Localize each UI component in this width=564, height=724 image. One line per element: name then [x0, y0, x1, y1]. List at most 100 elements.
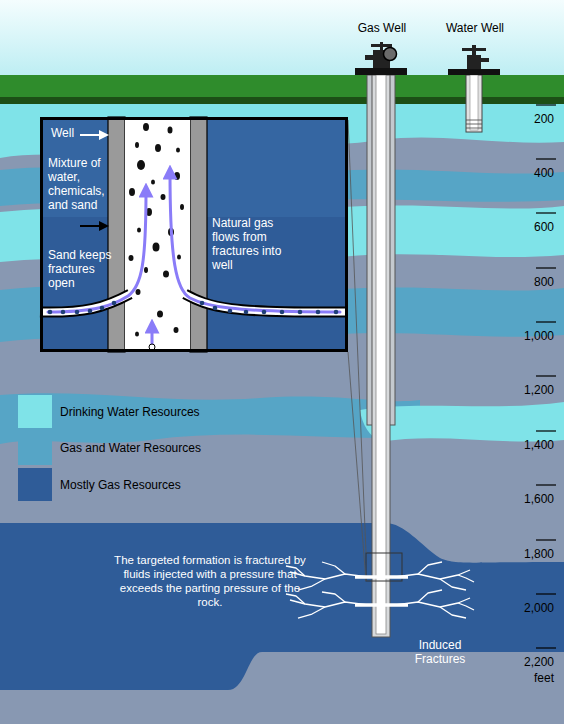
screen-line: [466, 128, 482, 129]
sand-grains: [48, 301, 339, 315]
well-bore: [376, 75, 386, 634]
sand-grain: [112, 301, 117, 306]
sand-grain: [298, 310, 303, 315]
fracture: [395, 598, 470, 607]
callout-text: Well: [51, 126, 111, 140]
sand-grain: [334, 310, 339, 315]
depth-tick: [536, 593, 556, 594]
gas-formation: [0, 523, 564, 690]
fracture-label: Induced Fractures: [396, 638, 484, 666]
rock-layer: [0, 104, 564, 724]
depth-label: 200: [510, 112, 554, 126]
sand-grain: [213, 306, 218, 311]
pump-body: [467, 55, 481, 69]
depth-tick: [536, 647, 556, 648]
depth-label: 800: [510, 275, 554, 289]
depth-label: 1,000: [510, 329, 554, 343]
fracture: [458, 575, 474, 582]
casing-wall: [190, 117, 207, 352]
depth-label: 2,000: [510, 601, 554, 615]
fracture: [440, 607, 466, 618]
well-interior: [125, 117, 190, 352]
well-label: Gas Well: [348, 21, 416, 35]
sand-grain: [228, 309, 233, 314]
depth-label: 600: [510, 220, 554, 234]
sand-grain: [100, 306, 105, 311]
fracture: [322, 592, 345, 602]
inset-background: [40, 117, 348, 352]
valve-wheel: [384, 48, 397, 61]
bubble: [155, 144, 161, 152]
fracture: [458, 603, 474, 610]
bubble: [153, 243, 160, 252]
well-label: Water Well: [438, 21, 512, 35]
fracture: [440, 579, 466, 590]
depth-tick: [536, 104, 556, 105]
bubble: [180, 204, 184, 210]
depth-label: 1,800: [510, 547, 554, 561]
fracture: [418, 562, 442, 574]
leader-line: [348, 120, 366, 553]
bubble: [143, 123, 149, 131]
well-screen: [466, 120, 482, 128]
depth-tick: [536, 484, 556, 485]
pointer-arrow: [80, 134, 104, 136]
annotation-text: The targeted formation is fractured by f…: [110, 553, 310, 609]
depth-label: 400: [510, 166, 554, 180]
water-well-base: [448, 69, 500, 75]
sand-grain: [262, 310, 267, 315]
pointer-arrow: [80, 225, 104, 227]
water-well-casing: [466, 75, 482, 132]
wellhead-base: [355, 68, 407, 75]
depth-label: 1,200: [510, 383, 554, 397]
bubble: [168, 127, 173, 134]
water-well-bore: [470, 75, 478, 130]
fracture: [418, 590, 442, 602]
fracture: [286, 594, 305, 604]
sand-grain: [280, 310, 285, 315]
depth-ticks: [536, 105, 556, 648]
screen-line: [466, 120, 482, 121]
pump-spout: [481, 58, 489, 62]
legend-swatch: [18, 432, 52, 465]
wellhead-handle: [371, 44, 392, 47]
sand-grain: [61, 310, 66, 315]
bubble: [174, 327, 179, 333]
leader-line: [348, 352, 366, 581]
sky: [0, 0, 564, 76]
depth-label: 1,600: [510, 492, 554, 506]
depth-tick: [536, 267, 556, 268]
sand-grain: [48, 310, 53, 315]
bubble: [163, 271, 169, 278]
legend-text: Drinking Water Resources: [60, 405, 250, 419]
wellhead-outlet: [365, 55, 373, 60]
depth-label: 1,400: [510, 438, 554, 452]
sand-grain: [244, 310, 249, 315]
bubble: [161, 194, 166, 200]
gas-flow-arrow: [170, 172, 340, 312]
depth-tick: [536, 212, 556, 213]
gas-water-layer: [0, 393, 420, 444]
bubble: [137, 228, 141, 233]
legend-text: Mostly Gas Resources: [60, 478, 250, 492]
bubble: [177, 255, 181, 260]
sand-grain: [88, 309, 93, 314]
legend-text: Gas and Water Resources: [60, 441, 250, 455]
callout-text: Sand keeps fractures open: [48, 248, 112, 290]
bubble: [135, 142, 139, 148]
casing-wall: [108, 117, 125, 352]
bubble: [136, 289, 141, 295]
depth-tick: [536, 321, 556, 322]
screen-line: [466, 124, 482, 125]
depth-tick: [536, 430, 556, 431]
fracture: [395, 570, 470, 579]
fracture: [298, 579, 325, 590]
bubble: [176, 148, 180, 153]
callout-text: Natural gas flows from fractures into we…: [212, 216, 290, 272]
gas-bubbles: [129, 123, 185, 337]
sand-grain: [316, 310, 321, 315]
induced-fractures: [286, 562, 474, 618]
inset-box: WellMixture of water, chemicals, and san…: [40, 117, 348, 352]
